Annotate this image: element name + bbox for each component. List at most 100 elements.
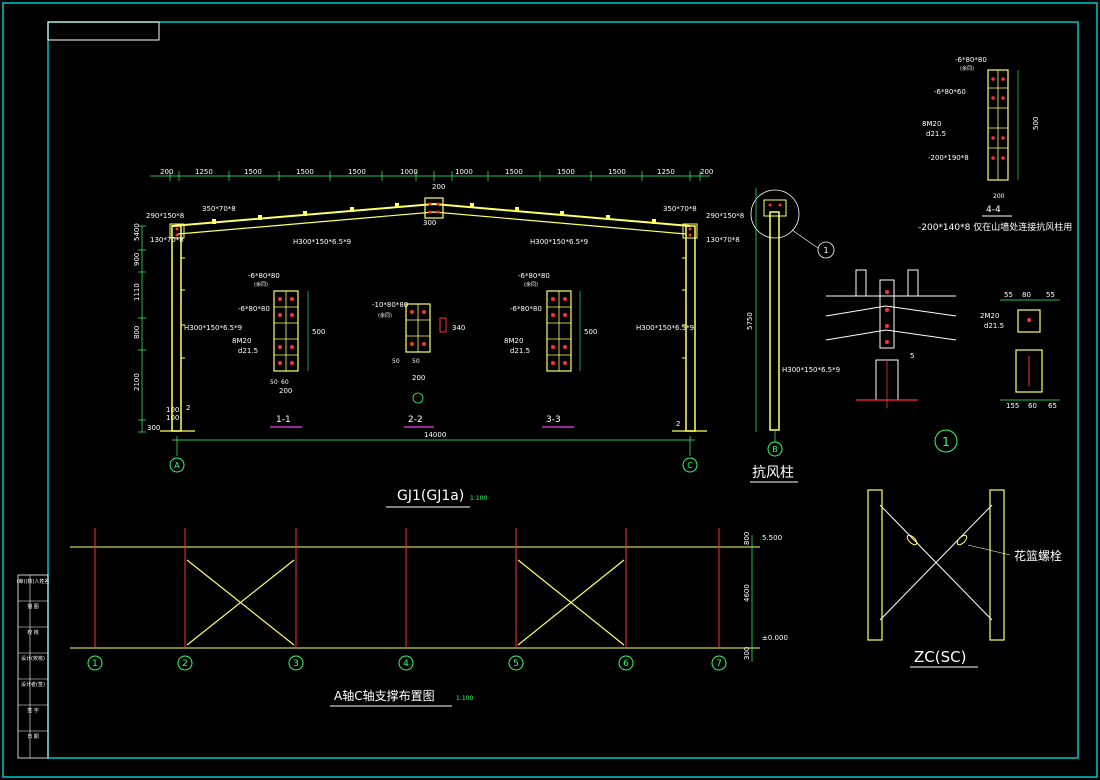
top-dim: 200 — [700, 168, 713, 176]
svg-text:5: 5 — [910, 352, 914, 360]
bracing-elevation: 5.500 ±0.000 800 4600 300 1 2 3 4 5 6 7 … — [70, 528, 788, 707]
svg-text:800: 800 — [743, 532, 751, 545]
ridge-plate — [424, 197, 444, 219]
top-dim: 1500 — [557, 168, 575, 176]
svg-text:55: 55 — [1004, 291, 1013, 299]
top-dim: 1250 — [195, 168, 213, 176]
section-label-4-4: 4-4 — [986, 205, 1001, 215]
top-dim: 200 — [160, 168, 173, 176]
section-1-1: -6*80*80 (余同) -6*80*80 8M20 d21.5 200 50… — [232, 272, 325, 428]
svg-text:6: 6 — [623, 659, 629, 669]
ridge-dim: 200 — [432, 183, 445, 191]
rafter-inner — [177, 211, 687, 235]
title-block-row: 描 图 — [27, 603, 39, 610]
svg-text:50: 50 — [270, 379, 278, 386]
svg-text:200: 200 — [412, 374, 425, 382]
title-block-row: 校 核 — [27, 629, 39, 636]
svg-text:5750: 5750 — [746, 312, 754, 330]
svg-text:B: B — [772, 445, 778, 454]
section-3-3: -6*80*80 (余同) -6*80*80 8M20 d21.5 500 3-… — [504, 272, 597, 428]
svg-text:A: A — [174, 461, 180, 470]
plate-label: 350*70*8 — [202, 205, 236, 213]
detail-base-plate: 55 80 55 2M20 d21.5 155 60 65 — [980, 291, 1060, 410]
top-dim: 1500 — [244, 168, 262, 176]
detail-ref-bubble — [817, 241, 835, 259]
inner-border — [47, 21, 1079, 759]
svg-text:1: 1 — [823, 246, 828, 255]
svg-text:1: 1 — [92, 659, 98, 669]
svg-text:300: 300 — [743, 647, 751, 660]
svg-text:2M20: 2M20 — [980, 312, 999, 320]
svg-text:-6*80*80: -6*80*80 — [955, 56, 987, 64]
svg-text:60: 60 — [281, 379, 289, 386]
svg-text:155: 155 — [1006, 402, 1019, 410]
plate-label: 130*70*8 — [150, 236, 184, 244]
corner-box — [47, 21, 160, 41]
column-label: H300*150*6.5*9 — [636, 324, 694, 332]
section-label-1-1: 1-1 — [276, 415, 291, 425]
svg-text:-200*190*8: -200*190*8 — [928, 154, 969, 162]
svg-text:500: 500 — [584, 328, 597, 336]
svg-text:65: 65 — [1048, 402, 1057, 410]
svg-text:d21.5: d21.5 — [238, 347, 258, 355]
svg-text:(余同): (余同) — [960, 65, 974, 72]
svg-text:(余同): (余同) — [254, 281, 268, 288]
svg-text:7: 7 — [716, 659, 722, 669]
title-block-row: 日 期 — [27, 734, 39, 740]
height-dim: 300 — [147, 424, 160, 432]
section-2-2: -10*80*80 (余同) 340 50 50 200 2-2 — [372, 301, 465, 428]
elevation-title: A轴C轴支撑布置图 — [334, 688, 435, 703]
svg-text:d21.5: d21.5 — [510, 347, 530, 355]
svg-text:±0.000: ±0.000 — [762, 634, 788, 642]
svg-text:8M20: 8M20 — [922, 120, 941, 128]
svg-text:1: 1 — [942, 435, 950, 449]
svg-text:C: C — [687, 461, 693, 470]
top-dim: 1500 — [348, 168, 366, 176]
frame-title: GJ1(GJ1a) — [397, 488, 464, 504]
svg-text:500: 500 — [1032, 117, 1040, 130]
bracing-title: ZC(SC) — [914, 648, 966, 666]
svg-text:-6*80*80: -6*80*80 — [510, 305, 542, 313]
top-dim: 1250 — [657, 168, 675, 176]
svg-text:-6*80*80: -6*80*80 — [238, 305, 270, 313]
base-mark: 2 — [676, 420, 680, 428]
height-dim: 800 — [133, 326, 141, 339]
rafter-label: H300*150*6.5*9 — [530, 238, 588, 246]
plate-label: 350*70*8 — [663, 205, 697, 213]
rafter-label: H300*150*6.5*9 — [293, 238, 351, 246]
svg-text:50: 50 — [412, 358, 420, 365]
span-dim: 14000 — [424, 431, 446, 439]
svg-text:(余同): (余同) — [524, 281, 538, 288]
title-block-row: 设计(校核) — [21, 655, 45, 662]
svg-text:500: 500 — [312, 328, 325, 336]
title-block: (审)(核)人姓名 描 图 校 核 设计(校核) 设计者(签) 签 字 日 期 — [17, 574, 49, 759]
bracing-zc: 花篮螺栓 ZC(SC) — [867, 489, 1062, 668]
svg-text:4: 4 — [403, 659, 409, 669]
svg-text:8M20: 8M20 — [232, 337, 251, 345]
detail-1-bubble — [934, 429, 958, 453]
wind-column: 1 5750 H300*150*6.5*9 B 抗风柱 — [746, 188, 840, 483]
title-block-row: 签 字 — [27, 707, 39, 714]
svg-text:200: 200 — [993, 193, 1005, 200]
svg-text:-6*80*80: -6*80*80 — [518, 272, 550, 280]
svg-text:5: 5 — [513, 659, 519, 669]
svg-text:3: 3 — [293, 659, 299, 669]
top-dim: 1500 — [505, 168, 523, 176]
svg-text:340: 340 — [452, 324, 465, 332]
svg-text:-6*80*60: -6*80*60 — [934, 88, 966, 96]
svg-text:55: 55 — [1046, 291, 1055, 299]
plate-label: 290*150*8 — [706, 212, 744, 220]
svg-text:5.500: 5.500 — [762, 534, 782, 542]
plate-label: 130*70*8 — [706, 236, 740, 244]
detail-1: 5 1 — [825, 269, 958, 453]
svg-text:60: 60 — [1028, 402, 1037, 410]
left-column — [171, 225, 182, 432]
height-dim: 2100 — [133, 373, 141, 391]
height-dim: 900 — [133, 253, 141, 266]
section-44-note: -200*140*8 仅在山墙处连接抗风柱用 — [918, 221, 1072, 233]
column-label: H300*150*6.5*9 — [184, 324, 242, 332]
svg-text:8M20: 8M20 — [504, 337, 523, 345]
svg-text:50: 50 — [392, 358, 400, 365]
svg-text:80: 80 — [1022, 291, 1031, 299]
